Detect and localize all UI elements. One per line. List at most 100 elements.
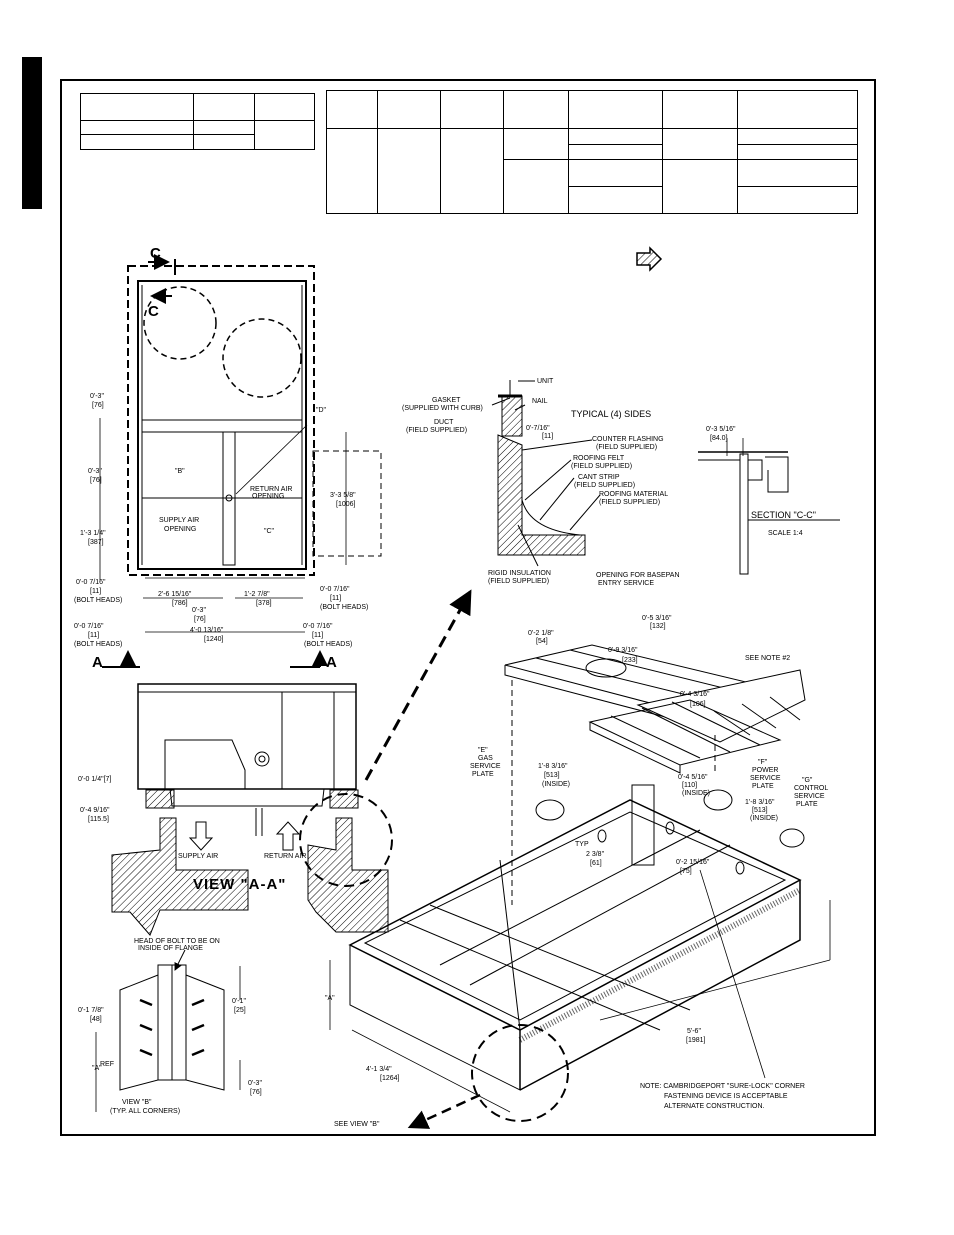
isometric-curb (329, 644, 831, 1129)
dim-label: (BOLT HEADS) (74, 641, 122, 648)
dim-label: [11] (330, 595, 341, 602)
dim-label: [84.0] (710, 435, 728, 442)
dim-label: [25] (234, 1007, 246, 1014)
dim-label: [61] (590, 860, 602, 867)
view-a-a (111, 589, 472, 936)
dim-label: [48] (90, 1016, 102, 1023)
dim-label: 2 3/8" (586, 851, 605, 858)
nail-label: NAIL (532, 398, 548, 405)
unit-label: UNIT (537, 378, 554, 385)
plan-view (99, 254, 382, 668)
dim-label: [76] (90, 477, 102, 484)
curb-table-small (80, 93, 315, 150)
dim-label: 4'-1 3/4" (366, 1066, 392, 1073)
dim-label: [115.5] (88, 816, 109, 823)
dim-label: [513] (544, 772, 560, 779)
dim-label: 0'-4 9/16" (80, 807, 110, 814)
dim-label: "D" (316, 407, 327, 414)
dim-label: [110] (682, 782, 697, 789)
view-b-subtitle: (TYP. ALL CORNERS) (110, 1108, 180, 1115)
dim-label: 0'-0 7/16" (76, 579, 106, 586)
dim-label: (INSIDE) (682, 790, 710, 797)
dim-label: [11] (542, 433, 553, 440)
dim-label: [1981] (686, 1037, 706, 1044)
dim-label: [1006] (336, 501, 356, 508)
dim-label: [76] (194, 616, 206, 623)
dim-label: [786] (172, 600, 188, 607)
dim-label: [76] (92, 402, 104, 409)
dim-label: REF (100, 1061, 114, 1068)
counter-flashing-label: COUNTER FLASHING(FIELD SUPPLIED) (592, 436, 664, 451)
dim-label: 0'-9 3/16" (608, 647, 638, 654)
return-air-label: RETURN AIR (264, 853, 306, 860)
dim-label: "B" (175, 468, 185, 475)
rigid-insulation-label: RIGID INSULATION(FIELD SUPPLIED) (488, 570, 551, 585)
dim-label: [54] (536, 638, 548, 645)
see-view-b-label: SEE VIEW "B" (334, 1121, 380, 1128)
dim-label: 0'-0 7/16" (320, 586, 350, 593)
roofing-material-label: ROOFING MATERIAL(FIELD SUPPLIED) (599, 491, 668, 506)
dim-label: [378] (256, 600, 272, 607)
dim-label: 0'-0 7/16" (303, 623, 333, 630)
dim-label: [11] (88, 632, 99, 639)
dim-label: 0'-7/16" (526, 425, 550, 432)
dim-label: 0'-5 3/16" (642, 615, 672, 622)
drawing-frame (60, 79, 876, 1136)
dim-label: 0'-1" (232, 998, 246, 1005)
dim-label: 0'-3 5/16" (706, 426, 736, 433)
dim-label: "A" (325, 995, 335, 1002)
section-marker-c-top: C (150, 245, 162, 262)
dim-label: (BOLT HEADS) (304, 641, 352, 648)
dim-label: 0'-0 7/16" (74, 623, 104, 630)
dim-label: "A" (92, 1065, 102, 1072)
dim-label: 1'-2 7/8" (244, 591, 270, 598)
curb-detail (491, 380, 601, 567)
dim-label: 0'-4 5/16" (678, 774, 708, 781)
duct-label: DUCT(FIELD SUPPLIED) (406, 419, 467, 434)
dim-label: 0'-3" (90, 393, 104, 400)
dim-label: 0'-1 7/8" (78, 1007, 104, 1014)
see-note-label: SEE NOTE #2 (745, 655, 790, 662)
view-b-title: VIEW "B" (122, 1099, 152, 1106)
section-cc-title: SECTION "C-C" (751, 510, 816, 520)
dim-label: [11] (90, 588, 101, 595)
dim-label: (INSIDE) (542, 781, 570, 788)
dim-label: (BOLT HEADS) (74, 597, 122, 604)
dim-label: [1264] (380, 1075, 400, 1082)
dim-label: [11] (312, 632, 323, 639)
dim-label: 0'-3" (88, 468, 102, 475)
dim-label: 0'-4 3/16" (680, 691, 710, 698)
supply-air-label: SUPPLY AIR (178, 853, 218, 860)
dim-label: 2'-6 15/16" (158, 591, 192, 598)
dim-label: 0'-2 15/16" (676, 859, 710, 866)
dim-label: [387] (88, 539, 104, 546)
dim-label: [76] (250, 1089, 262, 1096)
view-b (95, 949, 241, 1112)
view-a-a-title: VIEW "A-A" (193, 876, 286, 893)
dim-label: 1'-8 3/16" (745, 799, 775, 806)
dim-label: 0'-2 1/8" (528, 630, 554, 637)
dim-label: (BOLT HEADS) (320, 604, 368, 611)
dim-label: 3'-3 5/8" (330, 492, 356, 499)
section-marker-c-bottom: C (148, 303, 160, 320)
section-tab (22, 57, 42, 209)
dim-label: 1'-3 1/4" (80, 530, 106, 537)
dim-label: [75] (680, 868, 692, 875)
dim-label: 4'-0 13/16" (190, 627, 224, 634)
dim-label: 5'-6" (687, 1028, 701, 1035)
section-marker-a-left: A (92, 654, 104, 671)
typical-sides-label: TYPICAL (4) SIDES (571, 409, 651, 419)
flow-direction-arrow (636, 246, 663, 272)
dim-label: [233] (622, 657, 638, 664)
dim-label: [106] (690, 701, 706, 708)
dim-label: [132] (650, 623, 666, 630)
